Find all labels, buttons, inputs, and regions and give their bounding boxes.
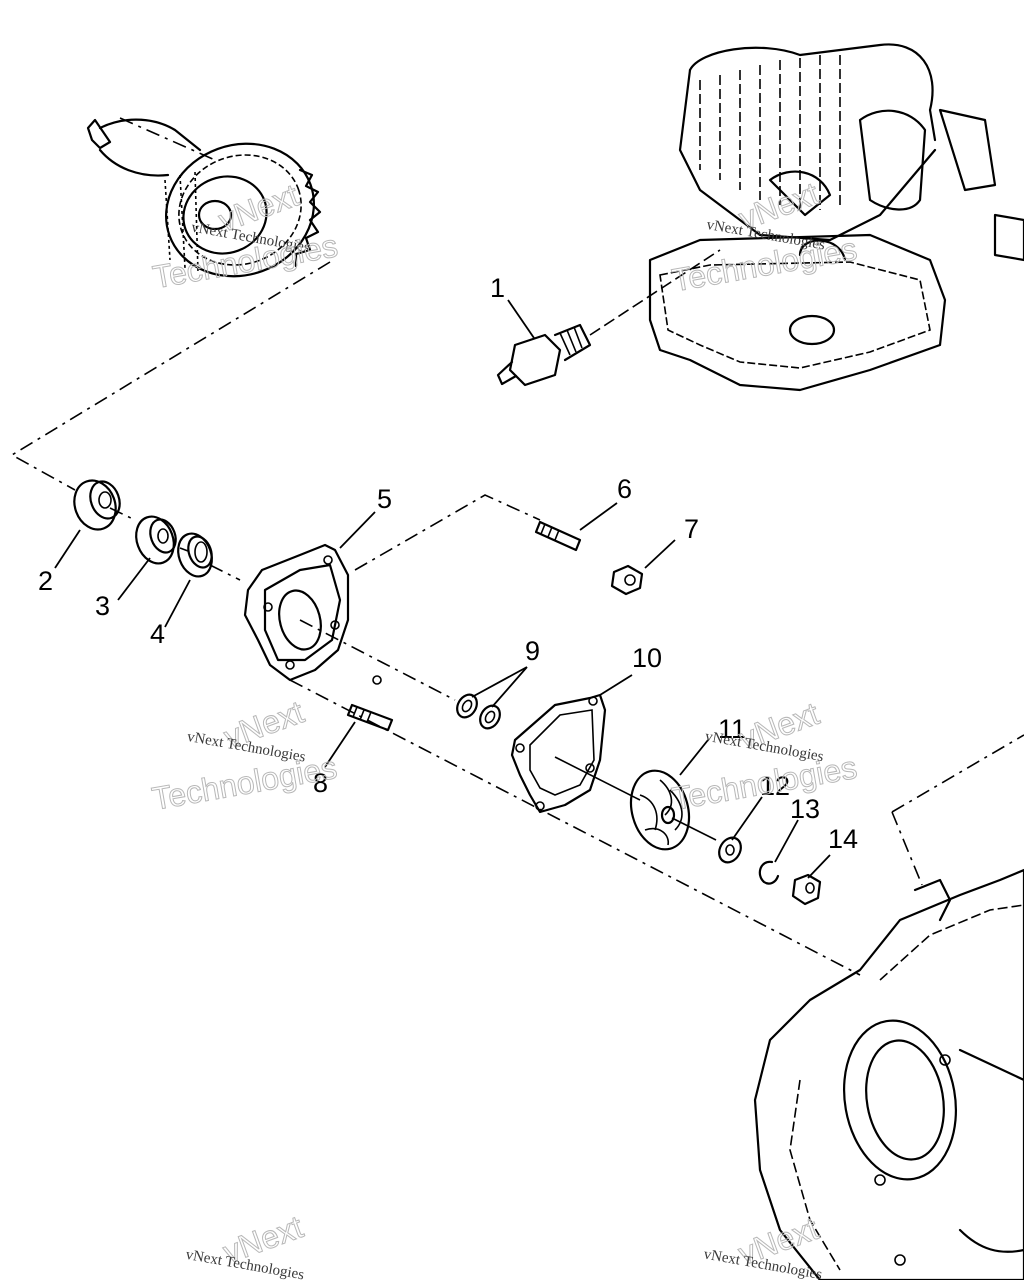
callout-5: 5	[377, 484, 392, 514]
leader-lines	[54, 299, 831, 879]
watermark-tech: Technologies	[669, 749, 859, 817]
part-9-seals	[456, 693, 501, 730]
part-11-impeller	[629, 769, 691, 851]
centerline-impeller	[671, 817, 717, 841]
callout-3: 3	[95, 591, 110, 621]
callout-7: 7	[684, 514, 699, 544]
callout-12: 12	[760, 771, 790, 801]
part-12-washer	[718, 836, 742, 864]
callout-8: 8	[313, 768, 328, 798]
part-2-bearing	[73, 479, 121, 531]
part-1-spark-plug	[496, 249, 721, 387]
centerline-gear	[10, 261, 331, 491]
centerline-housing	[299, 494, 541, 701]
callout-2: 2	[38, 566, 53, 596]
callout-labels: 1 2 3 4 5 6 7 8 9 10 11 12 13 14	[38, 273, 858, 854]
callout-6: 6	[617, 474, 632, 504]
watermark-mid-right: vNext vNext Technologies Technologies	[669, 695, 860, 818]
part-10-gasket	[510, 693, 607, 814]
callout-11: 11	[718, 714, 746, 744]
callout-13: 13	[790, 794, 820, 824]
part-5-pump-housing	[243, 543, 382, 685]
callout-4: 4	[150, 619, 165, 649]
watermark-tech: Technologies	[149, 749, 339, 817]
part-4-oil-seal	[177, 532, 213, 578]
part-7-nut	[610, 564, 644, 596]
watermark-bottom-left: vNext vNext Technologies	[184, 1208, 308, 1280]
centerline-gasket	[554, 756, 641, 801]
part-3-bearing	[135, 515, 177, 565]
callout-14: 14	[828, 824, 858, 854]
centerline-bearings	[109, 507, 241, 581]
watermark-bottom-right: vNext vNext Technologies	[702, 1210, 823, 1280]
callout-9: 9	[525, 636, 540, 666]
part-14-nut	[791, 873, 822, 906]
centerline-lower	[289, 679, 861, 976]
part-8-stud	[346, 703, 394, 732]
cylinder-assembly	[648, 43, 1024, 392]
watermarks: vNext vNext Technologies Technologies vN…	[149, 175, 860, 1280]
part-6-stud	[534, 520, 582, 552]
callout-10: 10	[632, 643, 662, 673]
crankcase	[753, 734, 1024, 1280]
callout-1: 1	[490, 273, 505, 303]
shaft-gear-assembly	[86, 117, 322, 278]
part-13-e-clip	[758, 860, 780, 885]
